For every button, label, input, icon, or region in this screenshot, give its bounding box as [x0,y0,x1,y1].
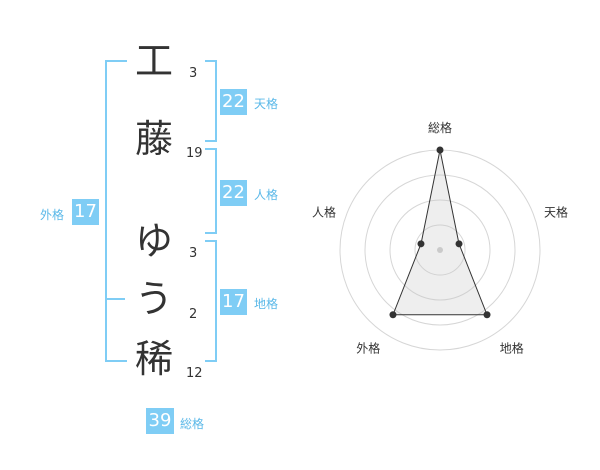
stroke-count-4: 2 [189,307,198,322]
jinkaku-bracket [205,148,217,234]
radar-point-1 [436,146,444,154]
jinkaku-label: 人格 [254,188,279,202]
radar-axis-label-4: 外格 [356,341,380,356]
stroke-count-5: 12 [186,366,203,381]
tenkaku-bracket [205,60,217,142]
radar-ring-1 [414,224,466,276]
name-char-3: ゆ [134,219,173,263]
name-char-1: 工 [134,39,173,83]
stroke-count-1: 3 [189,66,198,81]
gaikaku-value-box: 17 [72,199,99,225]
tenkaku-value-box: 22 [220,89,247,115]
chikaku-bracket [205,240,217,362]
name-char-2: 藤 [134,117,173,161]
radar-value-polygon [392,149,488,316]
radar-axis-label-5: 人格 [312,204,336,219]
chikaku-label: 地格 [254,297,279,311]
radar-axis-label-2: 天格 [544,204,568,219]
tenkaku-label: 天格 [254,97,279,111]
chikaku-value-box: 17 [220,289,247,315]
jinkaku-value-box: 22 [220,180,247,206]
soukaku-label: 総格 [180,417,205,431]
name-char-4: う [134,277,173,321]
gaikaku-bracket-mid-tick [105,298,125,300]
stroke-count-3: 3 [189,246,198,261]
radar-center-dot [437,247,443,253]
gaikaku-bracket [105,60,127,362]
radar-point-3 [483,311,491,319]
gaikaku-label: 外格 [40,208,65,222]
name-char-5: 稀 [134,337,173,381]
radar-point-4 [389,311,397,319]
radar-axis-label-1: 総格 [428,120,452,135]
radar-ring-2 [389,199,491,301]
stroke-count-2: 19 [186,146,203,161]
radar-axis-label-3: 地格 [500,341,524,356]
radar-ring-3 [364,174,516,326]
soukaku-value-box: 39 [146,408,174,434]
radar-point-2 [455,240,463,248]
radar-point-5 [417,240,425,248]
